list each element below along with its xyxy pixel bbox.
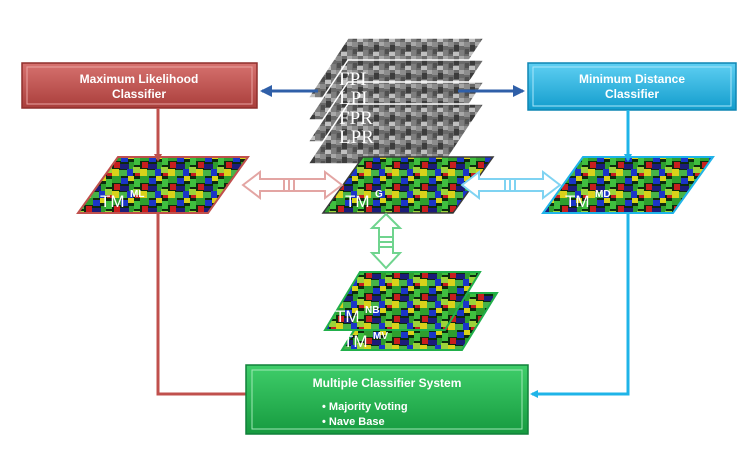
ml-classifier-box: Maximum Likelihood Classifier: [21, 62, 258, 109]
ml-g-double-arrow: [241, 169, 344, 201]
g-ensemble-double-arrow: [369, 212, 403, 270]
layer-label-fpi: FPI: [339, 69, 366, 90]
tm-mv-sup: MV: [373, 331, 388, 342]
tm-g-sup: G: [375, 189, 383, 200]
tm-ensemble-stack: TM NB TM MV: [323, 271, 499, 351]
ml-box-title-line2: Classifier: [112, 87, 166, 101]
ml-box-title-line1: Maximum Likelihood: [80, 72, 199, 86]
mcs-box-title: Multiple Classifier System: [313, 376, 462, 390]
tm-ml-to-mcs-arrow: [156, 212, 264, 398]
tm-nb-base: TM: [335, 307, 360, 326]
tm-md-to-mcs-arrow: [530, 212, 630, 398]
mcs-item-majority-voting: • Majority Voting: [322, 401, 408, 413]
tm-ml-map: TM ML: [76, 156, 250, 214]
layer-label-fpr: FPR: [339, 108, 373, 129]
tm-ml-sup: ML: [130, 189, 144, 200]
mcs-item-nave-base: • Nave Base: [322, 416, 385, 428]
tm-md-map: TM MD: [541, 156, 715, 214]
md-box-title-line2: Classifier: [605, 87, 659, 101]
tm-md-base: TM: [565, 192, 590, 211]
tm-nb-sup: NB: [365, 305, 379, 316]
layer-label-lpr: LPR: [339, 127, 374, 148]
mcs-box: Multiple Classifier System • Majority Vo…: [245, 364, 529, 435]
g-md-double-arrow: [460, 169, 562, 201]
tm-md-sup: MD: [595, 189, 611, 200]
tm-g-map: TM G: [321, 156, 495, 214]
tm-ml-base: TM: [100, 192, 125, 211]
md-classifier-box: Minimum Distance Classifier: [527, 62, 737, 111]
tm-g-base: TM: [345, 192, 370, 211]
md-box-title-line1: Minimum Distance: [579, 72, 685, 86]
tm-nb-map: [323, 271, 482, 331]
layer-label-lpi: LPI: [339, 88, 368, 109]
image-stack: FPI LPI FPR LPR: [306, 37, 486, 165]
tm-mv-base: TM: [343, 332, 368, 351]
